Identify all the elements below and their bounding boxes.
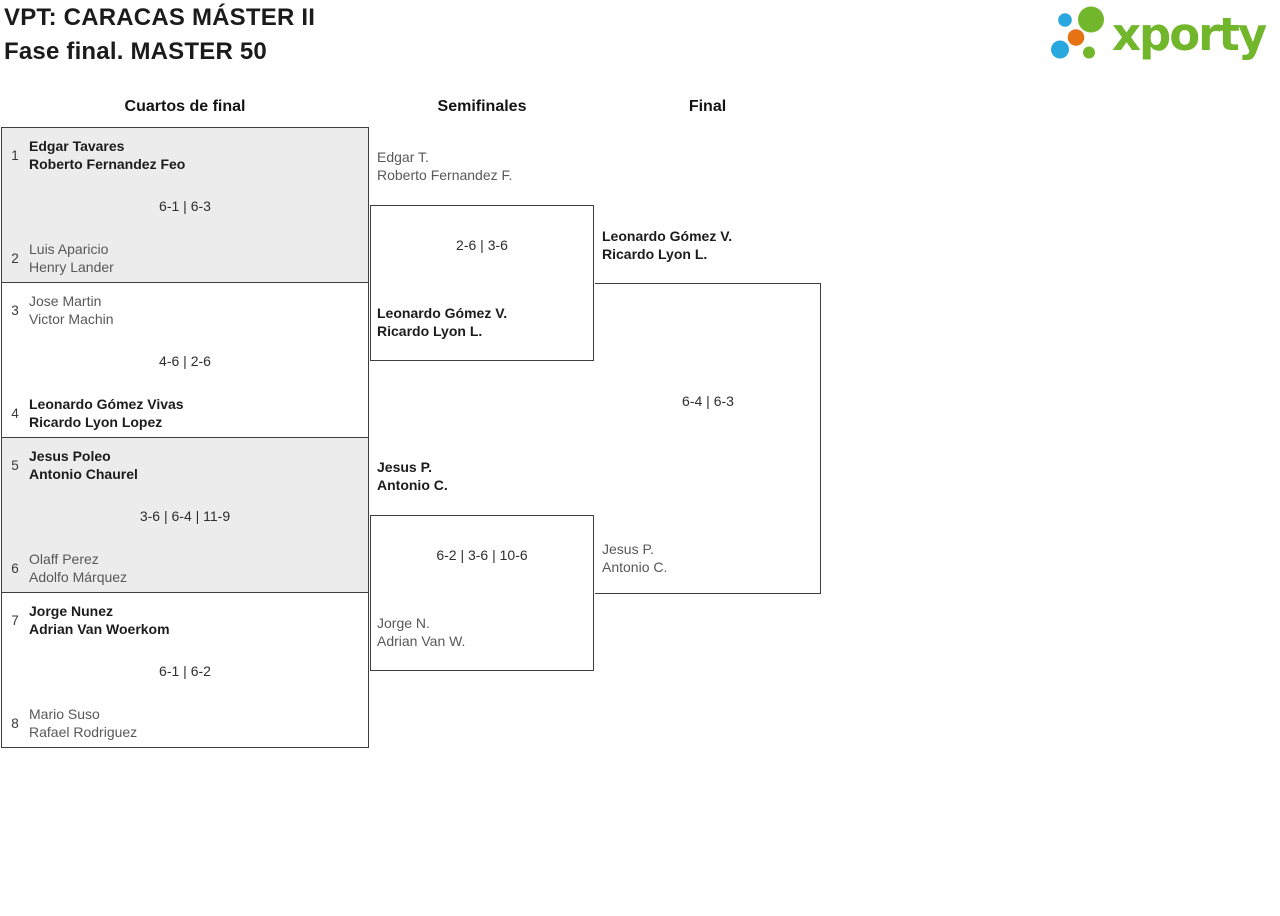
player-name: Edgar Tavares: [29, 138, 125, 154]
player-name: Henry Lander: [29, 259, 114, 275]
match-semifinal-2: [370, 515, 594, 671]
seed-number: 7: [11, 612, 19, 628]
xporty-logo[interactable]: xporty: [1046, 3, 1267, 67]
match-score: 2-6 | 3-6: [456, 237, 508, 253]
match-quarterfinal-3: 5 Jesus Poleo Antonio Chaurel 3-6 | 6-4 …: [1, 437, 369, 593]
match-score: 6-4 | 6-3: [682, 393, 734, 409]
match-score: 6-2 | 3-6 | 10-6: [436, 547, 528, 563]
match-semifinal-1: [370, 205, 594, 361]
team-names: Jorge Nunez Adrian Van Woerkom: [29, 602, 359, 638]
column-header-semifinales: Semifinales: [437, 98, 527, 115]
player-name: Jorge Nunez: [29, 603, 114, 619]
team-names: Leonardo Gómez Vivas Ricardo Lyon Lopez: [29, 395, 359, 431]
seed-number: 5: [11, 457, 19, 473]
player-name: Ricardo Lyon L.: [377, 323, 483, 339]
seed-number: 3: [11, 302, 19, 318]
player-name: Leonardo Gómez Vivas: [29, 396, 184, 412]
team-names: Leonardo Gómez V. Ricardo Lyon L.: [377, 304, 592, 340]
team-names: Jesus Poleo Antonio Chaurel: [29, 447, 359, 483]
team-names: Edgar Tavares Roberto Fernandez Feo: [29, 137, 359, 173]
player-name: Olaff Perez: [29, 551, 99, 567]
team-names: Jose Martin Victor Machin: [29, 292, 359, 328]
match-final: [595, 283, 821, 594]
column-header-final: Final: [688, 98, 727, 115]
team-names: Leonardo Gómez V. Ricardo Lyon L.: [602, 227, 817, 263]
player-name: Leonardo Gómez V.: [377, 305, 508, 321]
player-name: Antonio C.: [602, 559, 668, 575]
logo-wordmark: xporty: [1112, 8, 1267, 61]
player-name: Antonio C.: [377, 477, 448, 493]
player-name: Ricardo Lyon L.: [602, 246, 708, 262]
player-name: Jesus Poleo: [29, 448, 111, 464]
page-title: VPT: CARACAS MÁSTER II Fase final. MASTE…: [4, 1, 315, 69]
team-names: Jesus P. Antonio C.: [377, 458, 592, 494]
seed-number: 6: [11, 560, 19, 576]
tournament-name: VPT: CARACAS MÁSTER II: [4, 4, 316, 31]
team-names: Mario Suso Rafael Rodriguez: [29, 705, 359, 741]
match-quarterfinal-4: 7 Jorge Nunez Adrian Van Woerkom 6-1 | 6…: [1, 592, 369, 748]
player-name: Jorge N.: [377, 615, 430, 631]
team-names: Olaff Perez Adolfo Márquez: [29, 550, 359, 586]
match-score: 6-1 | 6-2: [159, 663, 211, 679]
team-names: Jesus P. Antonio C.: [602, 540, 817, 576]
player-name: Adrian Van W.: [377, 633, 466, 649]
seed-number: 1: [11, 147, 19, 163]
match-score: 6-1 | 6-3: [159, 198, 211, 214]
player-name: Mario Suso: [29, 706, 100, 722]
match-quarterfinal-1: 1 Edgar Tavares Roberto Fernandez Feo 6-…: [1, 127, 369, 283]
team-names: Luis Aparicio Henry Lander: [29, 240, 359, 276]
player-name: Leonardo Gómez V.: [602, 228, 733, 244]
team-names: Jorge N. Adrian Van W.: [377, 614, 592, 650]
player-name: Adolfo Márquez: [29, 569, 128, 585]
team-names: Edgar T. Roberto Fernandez F.: [377, 148, 592, 184]
phase-name: Fase final. MASTER 50: [4, 38, 267, 65]
player-name: Luis Aparicio: [29, 241, 109, 257]
logo-dots-icon: [1051, 6, 1104, 59]
player-name: Jose Martin: [29, 293, 102, 309]
player-name: Jesus P.: [602, 541, 654, 557]
player-name: Adrian Van Woerkom: [29, 621, 170, 637]
match-quarterfinal-2: 3 Jose Martin Victor Machin 4-6 | 2-6 4 …: [1, 282, 369, 438]
seed-number: 4: [11, 405, 19, 421]
player-name: Edgar T.: [377, 149, 429, 165]
player-name: Victor Machin: [29, 311, 114, 327]
match-score: 3-6 | 6-4 | 11-9: [139, 508, 231, 524]
column-header-cuartos: Cuartos de final: [124, 98, 246, 115]
player-name: Jesus P.: [377, 459, 433, 475]
player-name: Rafael Rodriguez: [29, 724, 138, 740]
match-score: 4-6 | 2-6: [159, 353, 211, 369]
seed-number: 8: [11, 715, 19, 731]
player-name: Roberto Fernandez F.: [377, 167, 513, 183]
player-name: Antonio Chaurel: [29, 466, 138, 482]
player-name: Roberto Fernandez Feo: [29, 156, 186, 172]
seed-number: 2: [11, 250, 19, 266]
player-name: Ricardo Lyon Lopez: [29, 414, 163, 430]
